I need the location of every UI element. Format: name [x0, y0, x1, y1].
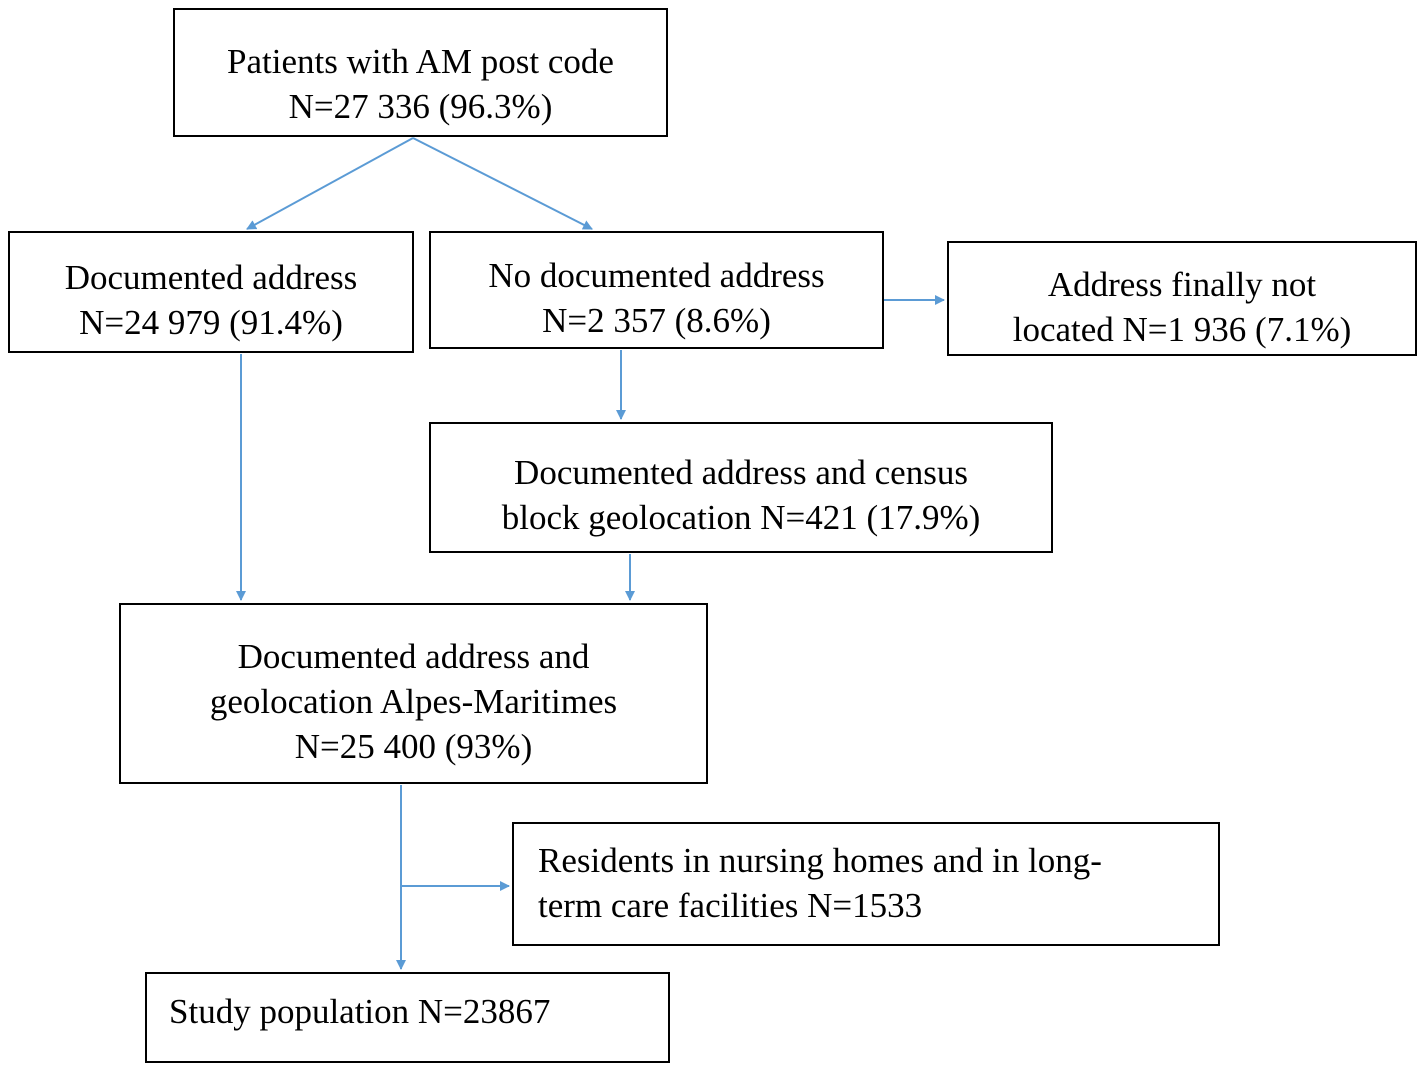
arrow-patients-to-documented	[246, 137, 414, 230]
arrow-patients-to-no-documented	[412, 137, 593, 230]
address-not-located-box: Address finally not located N=1 936 (7.1…	[947, 241, 1417, 356]
address-not-located-label: Address finally not	[1047, 264, 1317, 304]
census-block-geolocation-box: Documented address and census block geol…	[429, 422, 1053, 553]
geolocation-label-line2: geolocation Alpes-Maritimes	[209, 681, 618, 721]
census-block-label: Documented address and census	[514, 452, 968, 492]
study-population-box: Study population N=23867	[145, 972, 670, 1063]
patients-label: Patients with AM post code	[227, 41, 614, 81]
nursing-home-residents-box: Residents in nursing homes and in long- …	[512, 822, 1220, 946]
census-block-count: block geolocation N=421 (17.9%)	[501, 497, 981, 537]
no-documented-address-label: No documented address	[488, 256, 825, 295]
documented-address-label: Documented address	[64, 258, 358, 297]
patients-count: N=27 336 (96.3%)	[288, 86, 553, 126]
no-documented-address-count: N=2 357 (8.6%)	[542, 301, 771, 340]
patients-box: Patients with AM post code N=27 336 (96.…	[173, 8, 668, 137]
address-not-located-count: located N=1 936 (7.1%)	[1012, 309, 1352, 349]
residents-label-line1: Residents in nursing homes and in long-	[538, 841, 1102, 880]
geolocation-count: N=25 400 (93%)	[294, 726, 533, 766]
residents-label-line2: term care facilities N=1533	[538, 886, 923, 925]
geolocation-alpes-maritimes-box: Documented address and geolocation Alpes…	[119, 603, 708, 784]
study-population-label: Study population N=23867	[169, 992, 551, 1031]
geolocation-label-line1: Documented address and	[237, 636, 590, 676]
no-documented-address-box: No documented address N=2 357 (8.6%)	[429, 231, 884, 349]
documented-address-count: N=24 979 (91.4%)	[79, 303, 343, 342]
documented-address-box: Documented address N=24 979 (91.4%)	[8, 231, 414, 353]
